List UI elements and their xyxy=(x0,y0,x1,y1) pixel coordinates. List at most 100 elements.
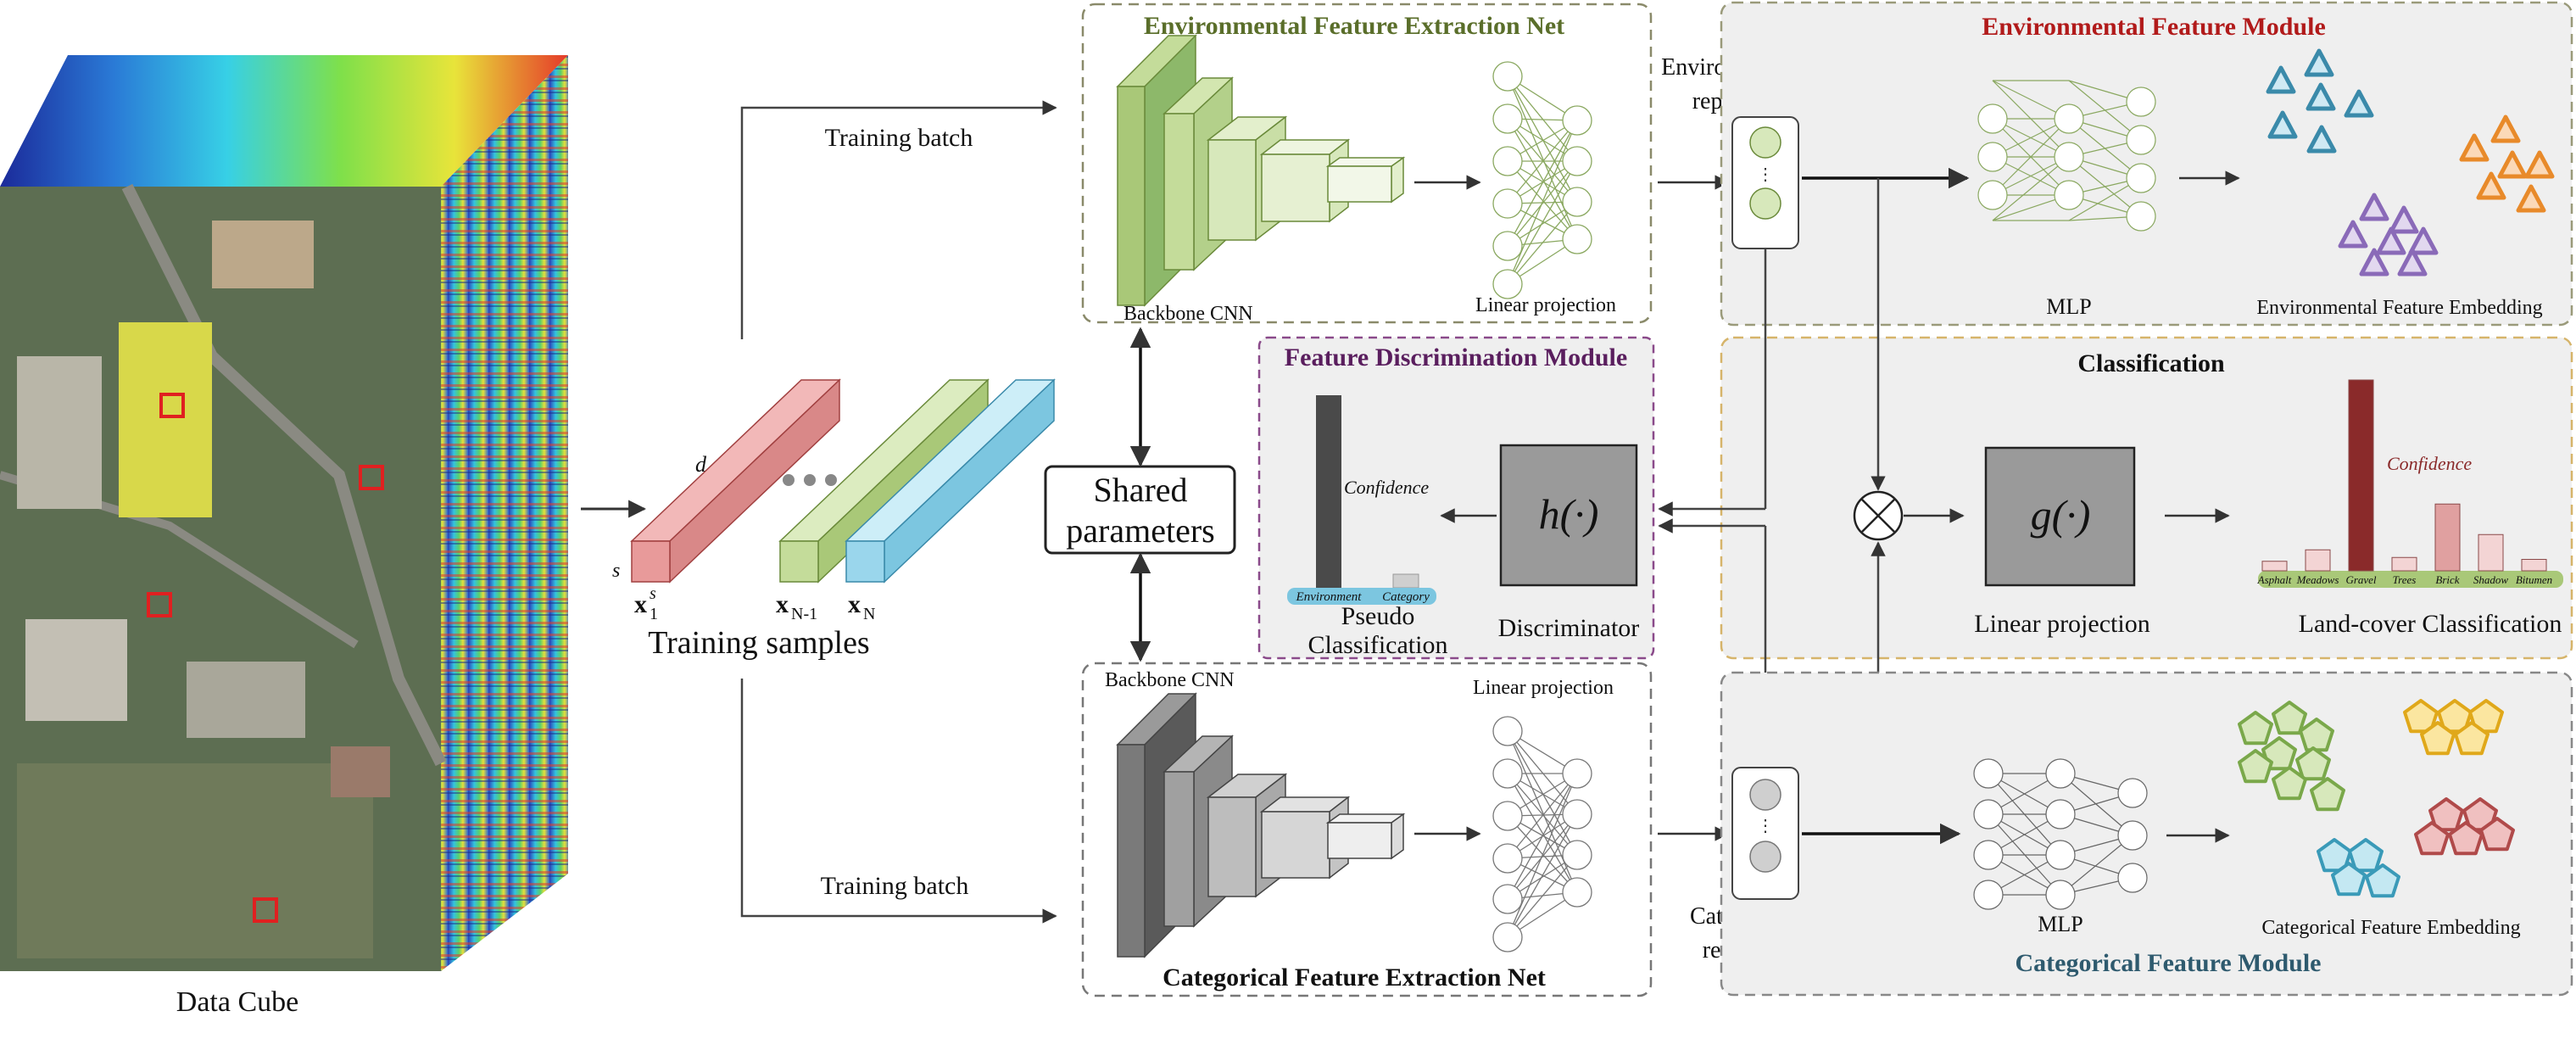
blue-pentagon xyxy=(2348,838,2384,873)
blue-pentagon xyxy=(2317,838,2352,873)
dim-d-label: d xyxy=(695,452,707,477)
sample-n-front xyxy=(845,540,885,583)
env-backbone-label: Backbone CNN xyxy=(1124,303,1253,325)
yellow-pentagon xyxy=(2437,699,2473,734)
sample-box xyxy=(253,897,278,923)
scene-field xyxy=(17,763,373,958)
scene-building-6 xyxy=(25,619,127,721)
scene-building xyxy=(119,322,212,517)
red-pentagon xyxy=(2414,821,2450,856)
g-symbol: g(·) xyxy=(2031,491,2091,539)
sample-box xyxy=(359,465,384,490)
cat-embedding-label: Categorical Feature Embedding xyxy=(2261,917,2520,939)
env-linear-label: Linear projection xyxy=(1475,294,1616,316)
disc-bar-env-label: Environment xyxy=(1296,590,1363,604)
classification-class-label: Trees xyxy=(2393,573,2417,586)
sample-1-label: x xyxy=(634,590,647,618)
env-feature-module: ⋮ Environmental Feature Module MLP xyxy=(1720,1,2573,327)
classification-title: Classification xyxy=(2077,349,2225,377)
env-embedding-blue-triangles xyxy=(2266,48,2374,154)
classification-bar xyxy=(2391,556,2417,572)
scene-building-2 xyxy=(212,221,314,288)
sample-n-sub: N xyxy=(863,605,875,623)
classification-bar xyxy=(2521,559,2547,572)
scene-building-4 xyxy=(187,662,305,738)
classification-bar xyxy=(2261,561,2288,572)
data-cube: Data Cube xyxy=(0,55,568,1018)
sample-n1-label: x xyxy=(776,590,789,618)
classification-bar xyxy=(2434,503,2461,572)
yellow-pentagon xyxy=(2403,699,2439,734)
classification-class-label: Bitumen xyxy=(2516,573,2552,586)
yellow-pentagon xyxy=(2420,721,2456,756)
red-pentagon xyxy=(2448,821,2484,856)
shared-parameters-line1: Shared xyxy=(1093,471,1187,509)
landcover-label: Land-cover Classification xyxy=(2299,610,2562,638)
env-mlp-label: MLP xyxy=(2046,294,2091,319)
cat-feature-module: ⋮ MLP Categorical Feature Embedding Cate… xyxy=(1720,671,2573,997)
red-pentagon xyxy=(2479,817,2515,852)
env-mlp-net xyxy=(1977,80,2156,232)
scene-building-3 xyxy=(17,356,102,509)
g-box xyxy=(1984,446,2136,587)
cat-linear-label: Linear projection xyxy=(1473,677,1614,699)
green-pentagon xyxy=(2238,711,2273,746)
disc-bar-environment xyxy=(1316,395,1341,588)
dim-s-label: s xyxy=(612,560,620,582)
training-samples: d s x 1 s x N-1 x N Training samples xyxy=(612,378,1056,661)
scene-road xyxy=(121,183,447,767)
sample-1-sup: s xyxy=(650,584,656,603)
disc-confidence-label: Confidence xyxy=(1344,477,1429,498)
data-cube-caption: Data Cube xyxy=(176,986,298,1018)
green-pentagon xyxy=(2272,766,2307,801)
pseudo-line1: Pseudo xyxy=(1341,602,1415,630)
yellow-pentagon xyxy=(2454,721,2490,756)
classification-class-label: Meadows xyxy=(2296,573,2339,586)
sample-n1-sub: N-1 xyxy=(791,605,817,623)
training-samples-caption: Training samples xyxy=(648,625,869,661)
cube-top-face xyxy=(0,55,568,187)
cat-mlp-label: MLP xyxy=(2038,912,2083,936)
svg-text:⋮: ⋮ xyxy=(1757,165,1774,184)
ellipsis-dot xyxy=(783,474,795,486)
env-embedding-orange-triangles xyxy=(2459,115,2555,213)
env-net-title: Environmental Feature Extraction Net xyxy=(1144,12,1564,40)
env-embedding-purple-triangles xyxy=(2338,193,2439,277)
pseudo-line2: Classification xyxy=(1308,631,1448,659)
green-pentagon xyxy=(2295,746,2331,781)
classification-confidence-label: Confidence xyxy=(2387,453,2472,474)
blue-pentagon xyxy=(2365,863,2400,898)
ellipsis-dot xyxy=(804,474,816,486)
disc-title: Feature Discrimination Module xyxy=(1285,344,1627,371)
sample-box xyxy=(147,592,172,617)
cat-mlp-net xyxy=(1973,758,2148,910)
classification-class-label: Shadow xyxy=(2473,573,2509,586)
discriminator-label: Discriminator xyxy=(1498,614,1640,642)
sample-box xyxy=(159,393,185,418)
classification-bar xyxy=(2478,533,2504,572)
env-module-title: Environmental Feature Module xyxy=(1982,13,2326,41)
disc-bar-category xyxy=(1392,573,1419,589)
training-batch-bottom-label: Training batch xyxy=(821,872,969,900)
cat-backbone-label: Backbone CNN xyxy=(1105,669,1235,691)
scene-building-5 xyxy=(331,746,390,797)
cat-embedding-pentagons xyxy=(2238,699,2515,898)
env-embedding-label: Environmental Feature Embedding xyxy=(2256,297,2542,319)
discriminator-box xyxy=(1499,444,1638,587)
cube-side-face xyxy=(441,55,568,971)
env-extraction-net: Environmental Feature Extraction Net Bac… xyxy=(1081,3,1653,325)
sample-n-label: x xyxy=(848,590,861,618)
classification-linear-label: Linear projection xyxy=(1974,610,2149,638)
blue-pentagon xyxy=(2331,862,2367,897)
red-pentagon xyxy=(2428,797,2464,832)
env-linear-projection-net xyxy=(1492,61,1592,299)
classification-bar xyxy=(2348,379,2374,572)
classification-class-label: Brick xyxy=(2435,573,2459,586)
discrimination-module: Feature Discrimination Module Confidence… xyxy=(1257,336,1655,660)
classification-axis-band xyxy=(2258,571,2563,588)
cat-module-title: Categorical Feature Module xyxy=(2015,949,2321,977)
green-pentagon xyxy=(2310,777,2345,812)
shared-parameters-line2: parameters xyxy=(1066,511,1214,550)
